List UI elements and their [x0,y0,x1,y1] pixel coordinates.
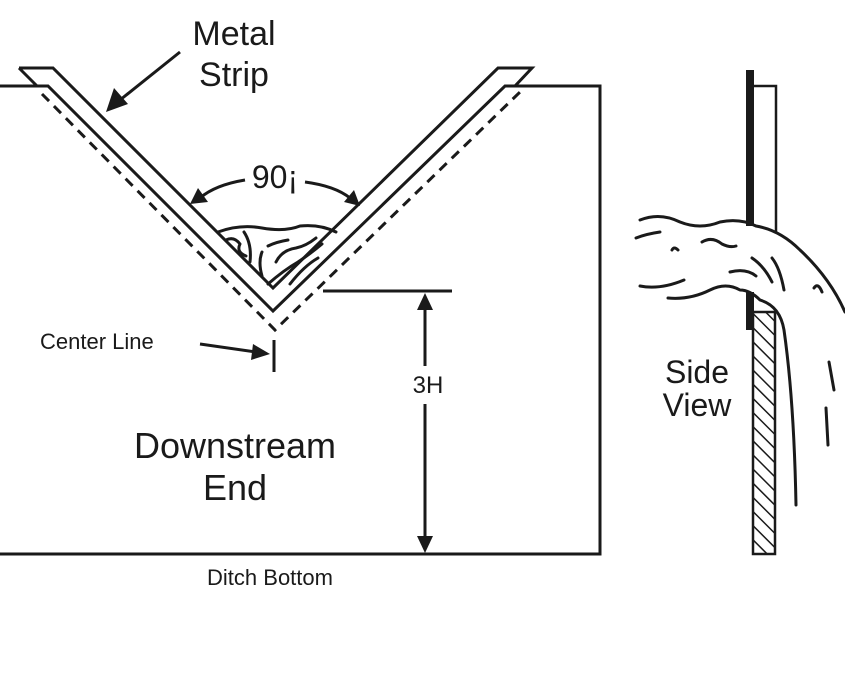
downstream-label-line1: Downstream [134,425,336,466]
water-in-notch [216,224,338,286]
angle-arrowhead-right [344,190,360,206]
metal-strip-left-end [17,66,39,88]
side-metal-strip-lower [746,292,754,330]
side-metal-strip [746,70,754,226]
dashed-notch-line [40,90,522,333]
height-arrowhead-top [417,293,433,310]
metal-strip-label-line2: Strip [199,56,269,94]
side-view-label-line2: View [663,387,733,423]
height-label: 3H [413,372,444,399]
angle-arc-left [199,178,246,200]
side-board-section [751,310,777,556]
side-view-label-line1: Side [665,354,729,390]
center-line-arrow [199,342,257,354]
side-board-upper [754,84,778,232]
angle-arrowhead-left [190,188,208,204]
ditch-bottom-label: Ditch Bottom [207,565,333,590]
angle-label: 90¡ [252,159,298,195]
side-water-flow [634,215,845,507]
downstream-label-line2: End [203,467,267,508]
height-arrowhead-bottom [417,536,433,553]
metal-strip-arrow [119,50,181,102]
front-view: Metal Strip 90¡ Center Line 3H Downstrea… [0,15,602,590]
side-view: Side View [634,70,845,556]
metal-strip-label-line1: Metal [192,15,275,53]
metal-strip [19,66,536,291]
angle-arc-right [304,180,351,200]
metal-strip-arrowhead [106,88,128,112]
center-line-label: Center Line [40,329,154,354]
weir-board-outline [0,84,602,556]
center-line-arrowhead [251,344,270,360]
